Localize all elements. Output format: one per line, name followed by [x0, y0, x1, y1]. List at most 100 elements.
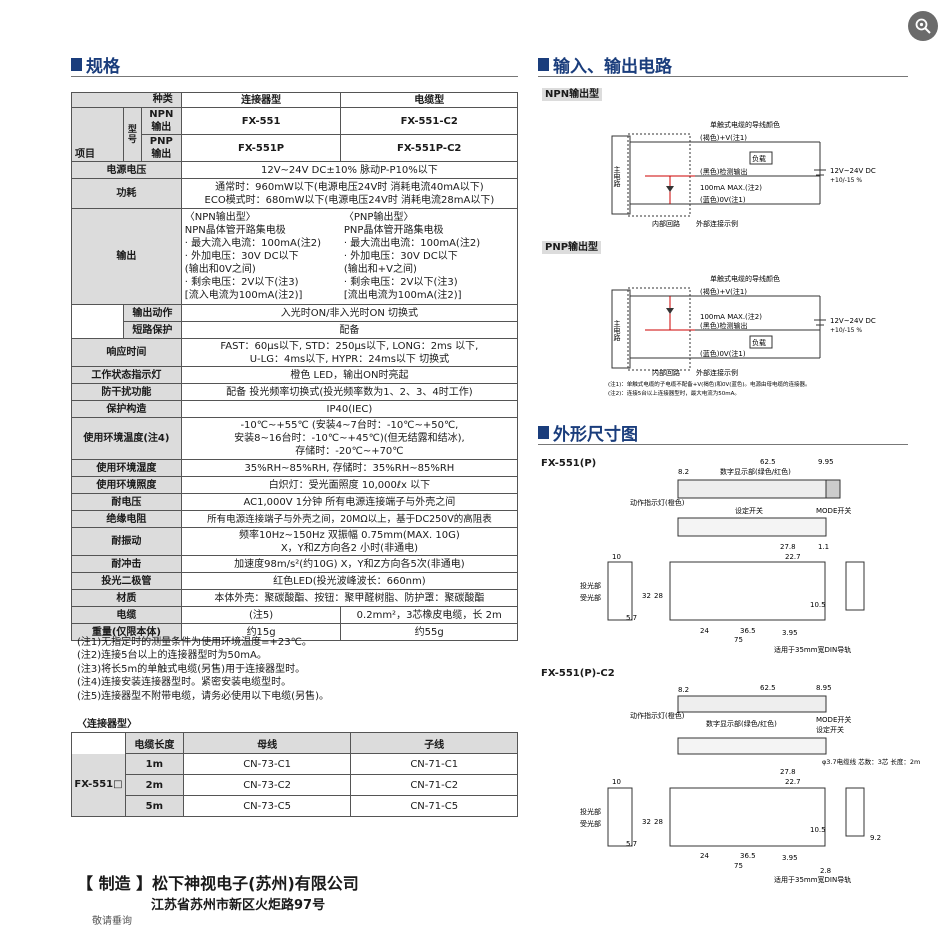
load-label: 负载	[752, 338, 766, 347]
internal-circuit-label: 内部回路	[652, 219, 680, 228]
output-indent-cell	[71, 321, 124, 339]
circuit-note-2: (注2)：连接5台以上连接器型时，最大电流为50mA。	[608, 389, 740, 397]
item-label: 项目	[75, 149, 95, 160]
main-circuit-label: 主电路	[613, 165, 621, 188]
blue-wire-label: (蓝色)0V(注1)	[700, 349, 746, 358]
spec-row-value: 所有电源连接端子与外壳之间，20MΩ以上，基于DC250V的高阻表	[180, 510, 519, 528]
supply-voltage-label: 12V~24V DC	[830, 167, 876, 175]
dim-75: 75	[734, 636, 743, 644]
mode-switch-label: MODE开关	[816, 506, 851, 515]
display-label: 数字显示部(绿色/红色)	[720, 467, 791, 476]
spec-row-label: 响应时间	[71, 338, 182, 367]
sensor-top-view	[677, 695, 827, 713]
spec-row-value: FAST：60μs以下, STD：250μs以下, LONG：2ms 以下, U…	[180, 338, 519, 367]
spec-row-value: 白炽灯：受光面照度 10,000ℓx 以下	[180, 476, 519, 494]
dim-36-5: 36.5	[740, 852, 756, 860]
spec-row-label: 工作状态指示灯	[71, 366, 182, 384]
pnp-circuit-tag: PNP输出型	[542, 241, 602, 254]
main-cable-header: 母线	[182, 732, 352, 754]
sensor-side-view	[677, 517, 827, 537]
dim-62-5: 62.5	[760, 458, 776, 466]
weight-label: 重量(仅限本体)	[71, 623, 182, 641]
supply-voltage-label: 12V~24V DC	[830, 317, 876, 325]
note-item: (注4)连接安装连接器型时。紧密安装电缆型时。	[77, 677, 292, 689]
spec-row-value: 红色LED(投光波峰波长：660nm)	[180, 572, 519, 590]
sub-cable-cell: CN-71-C2	[350, 774, 518, 796]
emitter-label: 投光部	[580, 581, 601, 590]
image-search-icon[interactable]	[908, 11, 938, 41]
spec-row-value: 配备 投光频率切换式(投光频率数为1、2、3、4时工作)	[180, 383, 519, 401]
dim2-title: FX-551(P)-C2	[541, 668, 615, 679]
display-label: 数字显示部(绿色/红色)	[706, 719, 777, 728]
dim-5-7: 5.7	[626, 614, 637, 622]
note-item: (注1)无指定时的测量条件为使用环境温度=+23℃。	[77, 637, 312, 648]
spec-section-title: 规格	[71, 52, 120, 77]
cable-info-label: φ3.7电缆线 芯数：3芯 长度：2m	[822, 757, 920, 766]
cable-color-title: 单触式电缆的导线颜色	[710, 274, 780, 283]
spec-row-label: 耐冲击	[71, 555, 182, 573]
dim-28: 28	[654, 818, 663, 826]
sensor-end-view	[845, 787, 865, 837]
spec-row-label: 耐振动	[71, 527, 182, 556]
spec-heading-text: 规格	[86, 57, 120, 77]
dim-10: 10	[612, 553, 621, 561]
circuit-note-1: (注1)：单触式电缆的子电缆不配备+V(褐色)和0V(蓝色)。电源由母电缆的连接…	[608, 380, 811, 388]
spec-row-value: 通常时：960mW以下(电源电压24V时 消耗电流40mA以下) ECO模式时：…	[180, 178, 519, 209]
pnp-connector-model: FX-551P	[180, 134, 342, 162]
output-npn-text: 〈NPN输出型〉 NPN晶体管开路集电极 · 最大流入电流：100mA(注2) …	[180, 208, 341, 305]
brown-wire-label: (褐色)+V(注1)	[700, 287, 747, 296]
dim-5-7: 5.7	[626, 840, 637, 848]
internal-circuit-label: 内部回路	[652, 368, 680, 377]
black-wire-label: (黑色)检测输出	[700, 321, 747, 330]
spec-row-label: 保护构造	[71, 400, 182, 418]
spec-row-value: IP40(IEC)	[180, 400, 519, 418]
spec-row-label: 材质	[71, 589, 182, 607]
connector-table: 电缆长度 母线 子线 FX-551□ 1m CN-73-C1 CN-71-C1 …	[71, 732, 518, 817]
dim-2-8: 2.8	[820, 867, 831, 875]
load-label: 负载	[752, 154, 766, 163]
section-marker-icon	[538, 426, 549, 439]
brown-wire-label: (褐色)+V(注1)	[700, 133, 747, 142]
pnp-output-header: PNP输出	[140, 134, 182, 162]
divider	[538, 444, 908, 445]
dim-75: 75	[734, 862, 743, 870]
main-cable-cell: CN-73-C2	[182, 774, 352, 796]
output-action-value: 入光时ON/非入光时ON 切换式	[180, 304, 519, 322]
dim-27-8: 27.8	[780, 543, 796, 551]
sensor-body-side	[669, 787, 826, 847]
external-connection-label: 外部连接示例	[696, 368, 738, 377]
cable-cable-value: 0.2mm²，3芯橡皮电缆，长 2m	[340, 606, 518, 624]
dim-22-7: 22.7	[785, 778, 801, 786]
npn-output-header: NPN输出	[140, 107, 182, 135]
spec-row-label: 功耗	[71, 178, 182, 209]
manufacturer-name: 【 制造 】松下神视电子(苏州)有限公司	[77, 874, 359, 893]
max-current-label: 100mA MAX.(注2)	[700, 312, 762, 321]
npn-cable-model: FX-551-C2	[340, 107, 518, 135]
emitter-label: 投光部	[580, 807, 601, 816]
io-heading-text: 输入、输出电路	[553, 57, 672, 77]
zener-diode-icon	[666, 186, 674, 192]
npn-circuit-diagram: 单触式电缆的导线颜色 主电路 (褐色)+V(注1) (黑色)检测输出 负载 10…	[611, 120, 876, 228]
item-header-cell: 项目	[71, 107, 124, 162]
dim-10-5: 10.5	[810, 826, 826, 834]
spec-row-label: 使用环境温度(注4)	[71, 417, 182, 460]
section-marker-icon	[71, 58, 82, 71]
main-circuit-box	[611, 289, 631, 369]
dim-section-title: 外形尺寸图	[538, 420, 638, 445]
spec-notes: (注1)无指定时的测量条件为使用环境温度=+23℃。 (注2)连接5台以上的连接…	[77, 636, 329, 703]
dim-24: 24	[700, 852, 709, 860]
dim-1-1: 1.1	[818, 543, 829, 551]
load-box	[749, 151, 773, 165]
dim-9-2: 9.2	[870, 834, 881, 842]
output-pnp-text: 〈PNP输出型〉 PNP晶体管开路集电极 · 最大流出电流：100mA(注2) …	[340, 208, 518, 305]
weight-cable-value: 约55g	[340, 623, 518, 641]
conn-model-cell: FX-551□	[71, 753, 126, 817]
indicator-label: 动作指示灯(橙色)	[630, 711, 685, 720]
dim-3-95: 3.95	[782, 629, 798, 637]
din-rail-label: 适用于35mm宽DIN导轨	[774, 645, 851, 654]
dim-36-5: 36.5	[740, 627, 756, 635]
zener-diode-icon	[666, 308, 674, 314]
sensor-side-view	[677, 737, 827, 755]
dim-10-5: 10.5	[810, 601, 826, 609]
short-protect-label: 短路保护	[122, 321, 182, 339]
